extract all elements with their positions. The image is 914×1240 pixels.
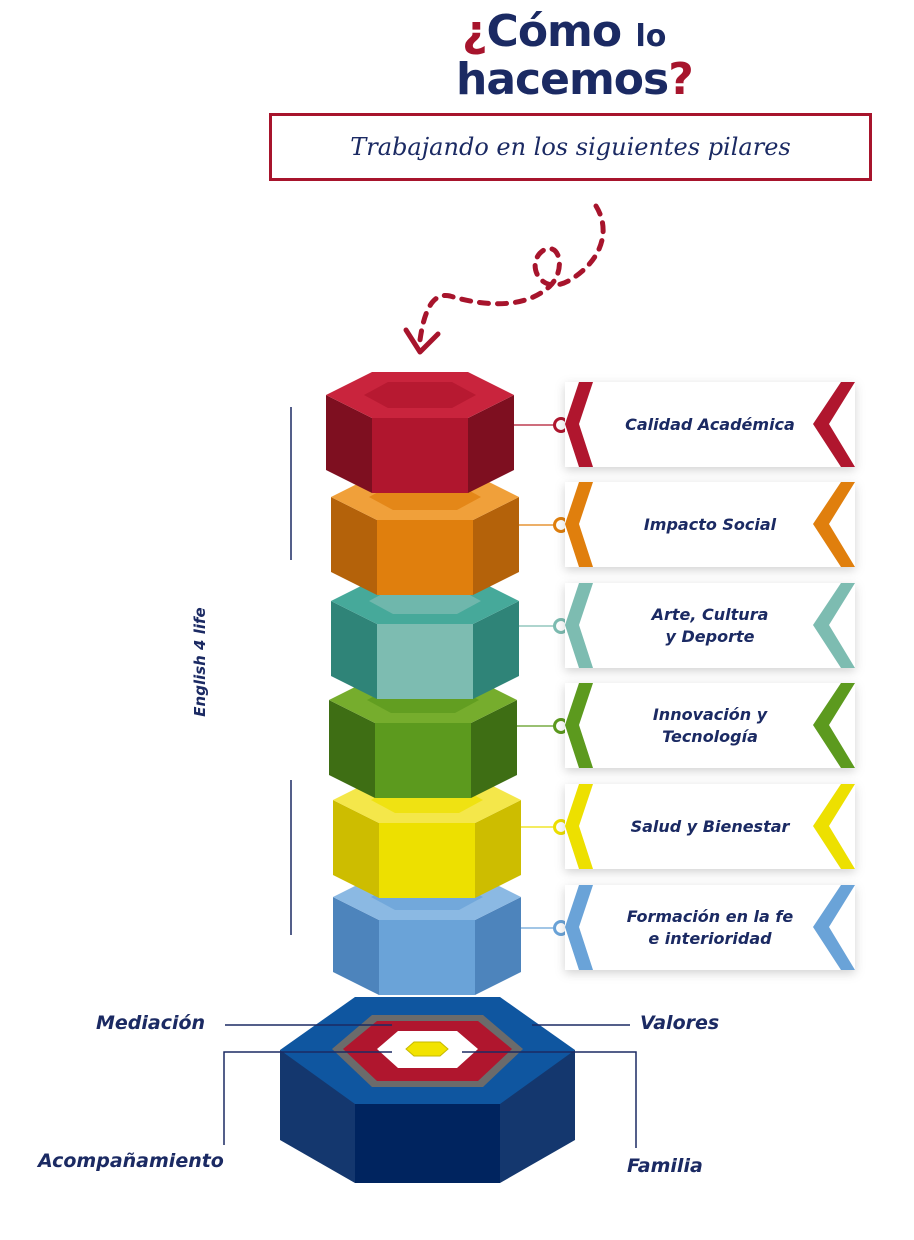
title-word-lo: lo [635, 19, 667, 54]
pillar-block-5 [333, 777, 521, 898]
pillar-front-face [379, 920, 475, 995]
card-background [565, 583, 855, 668]
title-inverted-question: ¿ [462, 6, 488, 57]
pillar-left-face [331, 497, 377, 595]
pillar-right-face [468, 395, 514, 493]
pillar-right-face [473, 601, 519, 699]
chevron-right-icon [813, 382, 855, 467]
card-background [565, 683, 855, 768]
pillar-front-face [375, 723, 471, 798]
pillar-label: Innovación y Tecnología [652, 704, 768, 746]
chevron-right-icon [813, 482, 855, 567]
card-background [565, 382, 855, 467]
pillar-card-2: Impacto Social [565, 482, 855, 567]
base-yellow-gem [405, 1041, 449, 1057]
pillar-left-face [329, 700, 375, 798]
title-word-como: Cómo [486, 6, 623, 57]
chevron-right-icon [813, 885, 855, 970]
card-background [565, 885, 855, 970]
pillar-card-5: Salud y Bienestar [565, 784, 855, 869]
title-word-hacemos: hacemos [456, 54, 669, 105]
base-right-face [500, 1050, 575, 1183]
chevron-left-icon [565, 583, 593, 668]
chevron-left-icon [565, 683, 593, 768]
chevron-right-icon [813, 683, 855, 768]
pillar-connectors [512, 417, 569, 936]
pillar-right-face [473, 497, 519, 595]
base-left-face [280, 1050, 355, 1183]
chevron-left-icon [565, 482, 593, 567]
chevron-right-icon [813, 784, 855, 869]
pillar-front-face [377, 624, 473, 699]
pillar-label: Calidad Académica [625, 414, 795, 434]
chevron-right-icon [813, 583, 855, 668]
pillar-front-face [379, 823, 475, 898]
pillar-block-3 [331, 578, 519, 699]
base-callout-lines [223, 1024, 637, 1148]
title-question-mark: ? [668, 54, 694, 105]
pillar-card-3: Arte, Cultura y Deporte [565, 583, 855, 668]
page-title-line-1: ¿Cómo lo [462, 10, 666, 54]
pillar-right-face [471, 700, 517, 798]
pillar-left-face [326, 395, 372, 493]
pillar-block-1 [326, 372, 514, 493]
pillar-right-face [475, 897, 521, 995]
pillar-stack [326, 372, 521, 995]
label-valores: Valores [640, 1012, 720, 1034]
card-background [565, 784, 855, 869]
page-title-line-2: hacemos? [456, 58, 694, 102]
chevron-left-icon [565, 784, 593, 869]
pillar-label: Formación en la fe e interioridad [626, 906, 794, 948]
base-block [280, 997, 575, 1183]
pillar-left-face [331, 601, 377, 699]
chevron-left-icon [565, 885, 593, 970]
label-familia: Familia [627, 1155, 703, 1177]
pillar-label: Salud y Bienestar [630, 816, 790, 836]
dashed-arrow [417, 203, 606, 343]
vertical-label-english: English 4 life [191, 607, 209, 717]
pillar-front-face [377, 520, 473, 595]
pillar-card-6: Formación en la fe e interioridad [565, 885, 855, 970]
card-background [565, 482, 855, 567]
arrow-head-icon [403, 327, 441, 355]
pillar-card-4: Innovación y Tecnología [565, 683, 855, 768]
pillar-front-face [372, 418, 468, 493]
subtitle-box: Trabajando en los siguientes pilares [269, 113, 872, 181]
label-acompanamiento: Acompañamiento [38, 1150, 224, 1172]
pillar-top-inset [364, 382, 476, 408]
pillar-label: Impacto Social [643, 514, 777, 534]
pillar-left-face [333, 800, 379, 898]
pillar-right-face [475, 800, 521, 898]
label-mediacion: Mediación [96, 1012, 206, 1034]
base-front-face [355, 1095, 500, 1183]
pillar-label: Arte, Cultura y Deporte [651, 604, 769, 646]
chevron-left-icon [565, 382, 593, 467]
pillar-left-face [333, 897, 379, 995]
pillar-card-1: Calidad Académica [565, 382, 855, 467]
subtitle-text: Trabajando en los siguientes pilares [350, 133, 791, 161]
